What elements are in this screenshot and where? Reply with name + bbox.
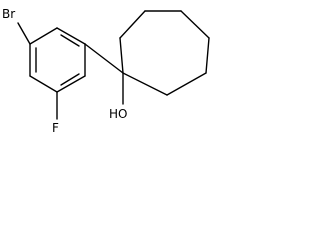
ring-bond-c4-c5 (56, 75, 86, 93)
ring-bond-c2-c3 (56, 27, 86, 45)
cycloheptane-bond-1 (119, 37, 124, 74)
cycloheptane-ring (119, 10, 210, 96)
cycloheptane-bond-2 (119, 10, 146, 39)
ring-bond-c1-c2 (29, 27, 58, 45)
cycloheptane-bond-4 (180, 10, 210, 39)
hydroxyl-label: HO (109, 107, 127, 121)
fluorine-label: F (52, 121, 59, 135)
bromine-label: Br (2, 7, 15, 21)
molecule-structure: Br F HO (2, 7, 210, 135)
bond-to-bromine (17, 22, 31, 45)
ring-double-bond-inner-2 (60, 73, 80, 86)
cycloheptane-bond-5 (205, 37, 210, 74)
benzene-ring (29, 27, 86, 93)
ring-bond-c5-c6 (29, 75, 58, 93)
cycloheptane-bond-7 (122, 72, 168, 96)
bond-aryl-to-cycloheptyl (84, 43, 124, 74)
ring-double-bond-inner-1 (60, 34, 80, 47)
cycloheptane-bond-6 (166, 72, 207, 96)
